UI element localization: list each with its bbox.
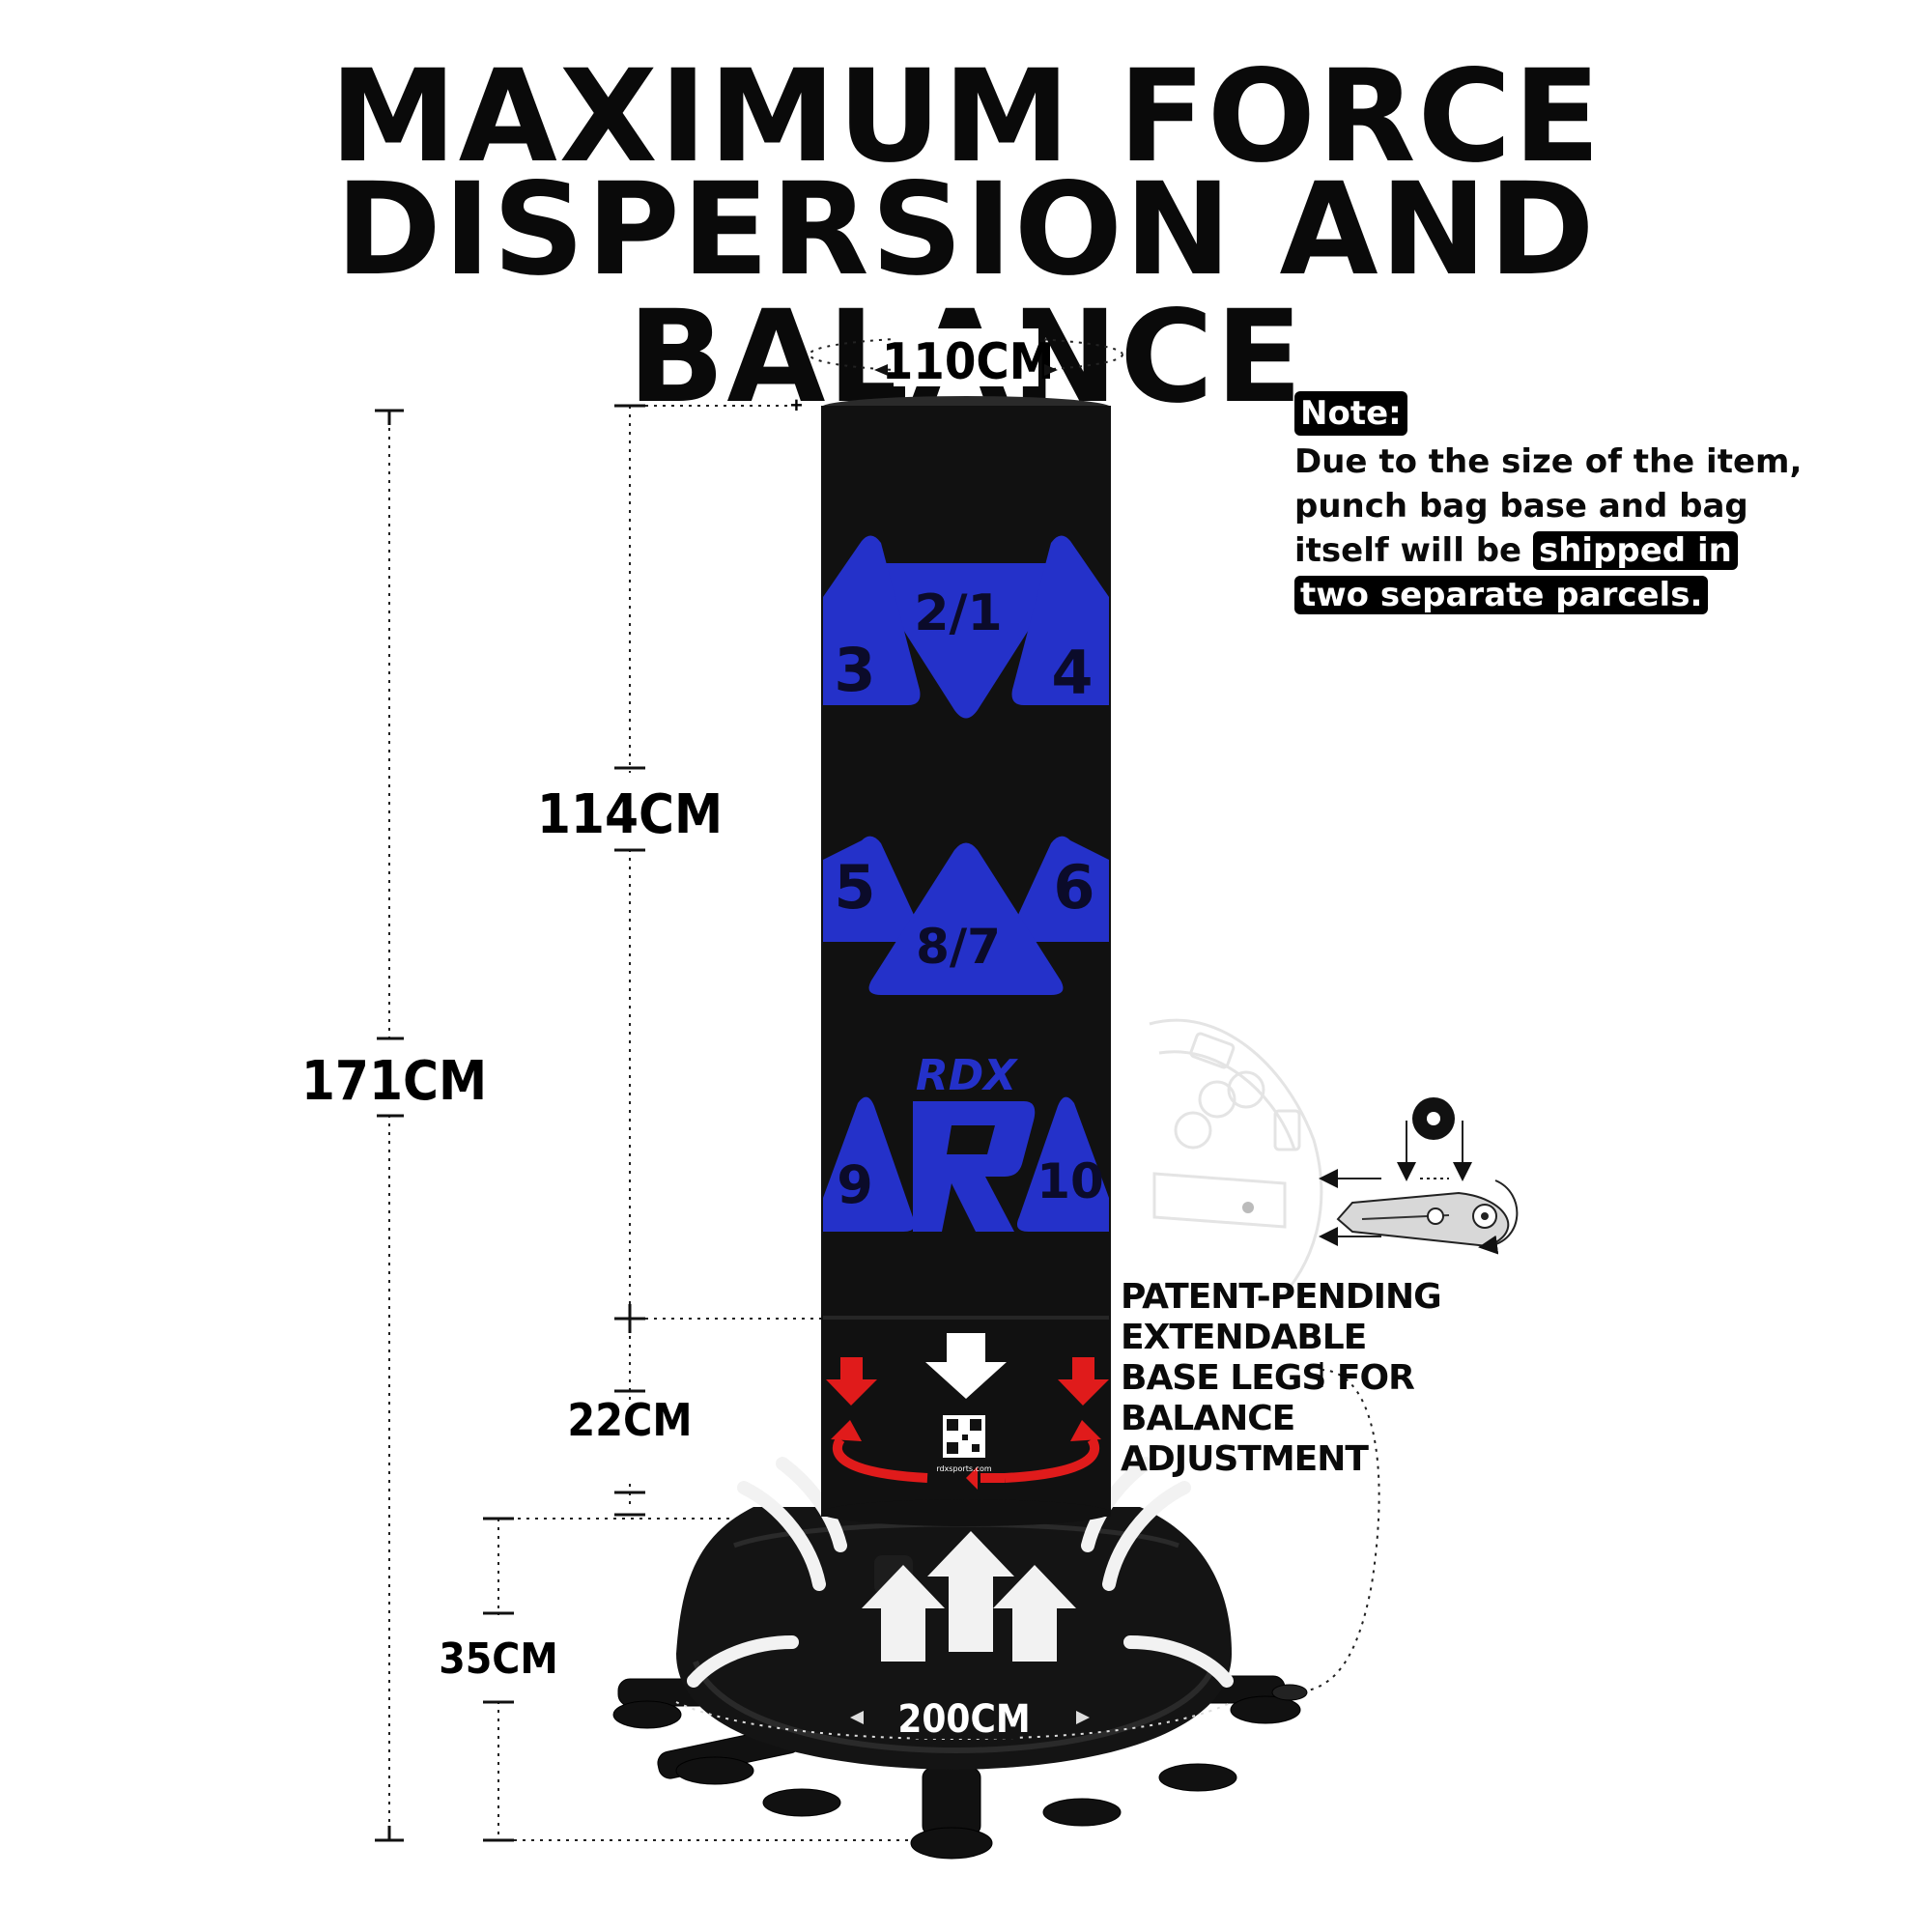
- bag-height-label: 114CM: [537, 783, 723, 846]
- headline-line-1: MAXIMUM FORCE: [329, 43, 1603, 191]
- zone-label: 4: [1051, 638, 1093, 708]
- dispersion-arrows: [687, 1457, 1234, 1688]
- collar-height-label: 22CM: [567, 1394, 692, 1446]
- note-text: Due to the size of the item, punch bag b…: [1294, 442, 1803, 570]
- patent-callout-line: ADJUSTMENT: [1121, 1439, 1369, 1479]
- svg-text:RDX: RDX: [916, 1051, 1018, 1100]
- zone-label: 5: [834, 852, 875, 923]
- target-zones: 2/1 3 4 5 6 8/7 9 10 RDX: [823, 535, 1109, 1232]
- zone-label: 6: [1053, 852, 1094, 923]
- note-title: Note:: [1294, 391, 1407, 436]
- base-circumference-dimension: 200CM: [675, 1690, 1233, 1742]
- total-height-dimension: 171CM: [301, 409, 487, 1842]
- svg-text:+: +: [790, 393, 803, 417]
- zone-label: 3: [834, 635, 875, 705]
- total-height-label: 171CM: [301, 1050, 487, 1113]
- upward-force-arrows: [862, 1531, 1076, 1662]
- zone-label: 10: [1037, 1153, 1104, 1209]
- collar-force-indicators: rdxsports.com: [826, 1333, 1109, 1490]
- bag-height-dimension: + 114CM: [537, 393, 803, 1507]
- rdx-logo: RDX: [913, 1051, 1036, 1232]
- collar-height-dimension: 22CM: [567, 1304, 826, 1517]
- base-height-dimension: 35CM: [439, 1517, 927, 1842]
- headline-line-2: DISPERSION AND BALANCE: [335, 156, 1597, 421]
- note-highlight: shipped in: [1532, 531, 1738, 570]
- base-circumference-label: 200CM: [897, 1697, 1030, 1742]
- base-height-label: 35CM: [439, 1634, 558, 1684]
- qr-code-icon: [943, 1415, 985, 1458]
- zone-label: 2/1: [914, 584, 1002, 642]
- patent-callout-line: PATENT-PENDING EXTENDABLE: [1121, 1277, 1442, 1357]
- note-highlight: two separate parcels.: [1294, 576, 1709, 614]
- patent-callout-line: BASE LEGS FOR BALANCE: [1121, 1358, 1415, 1438]
- patent-callout: PATENT-PENDING EXTENDABLE BASE LEGS FOR …: [1121, 1277, 1565, 1480]
- extendable-leg-detail: [1149, 1018, 1519, 1693]
- top-circumference-dimension: 110CM: [809, 328, 1123, 391]
- zone-label: 8/7: [916, 919, 1001, 975]
- qr-caption: rdxsports.com: [936, 1464, 992, 1473]
- zone-label: 9: [837, 1154, 873, 1215]
- top-circumference-label: 110CM: [882, 333, 1055, 391]
- shipping-note: Note: Due to the size of the item, punch…: [1294, 391, 1835, 617]
